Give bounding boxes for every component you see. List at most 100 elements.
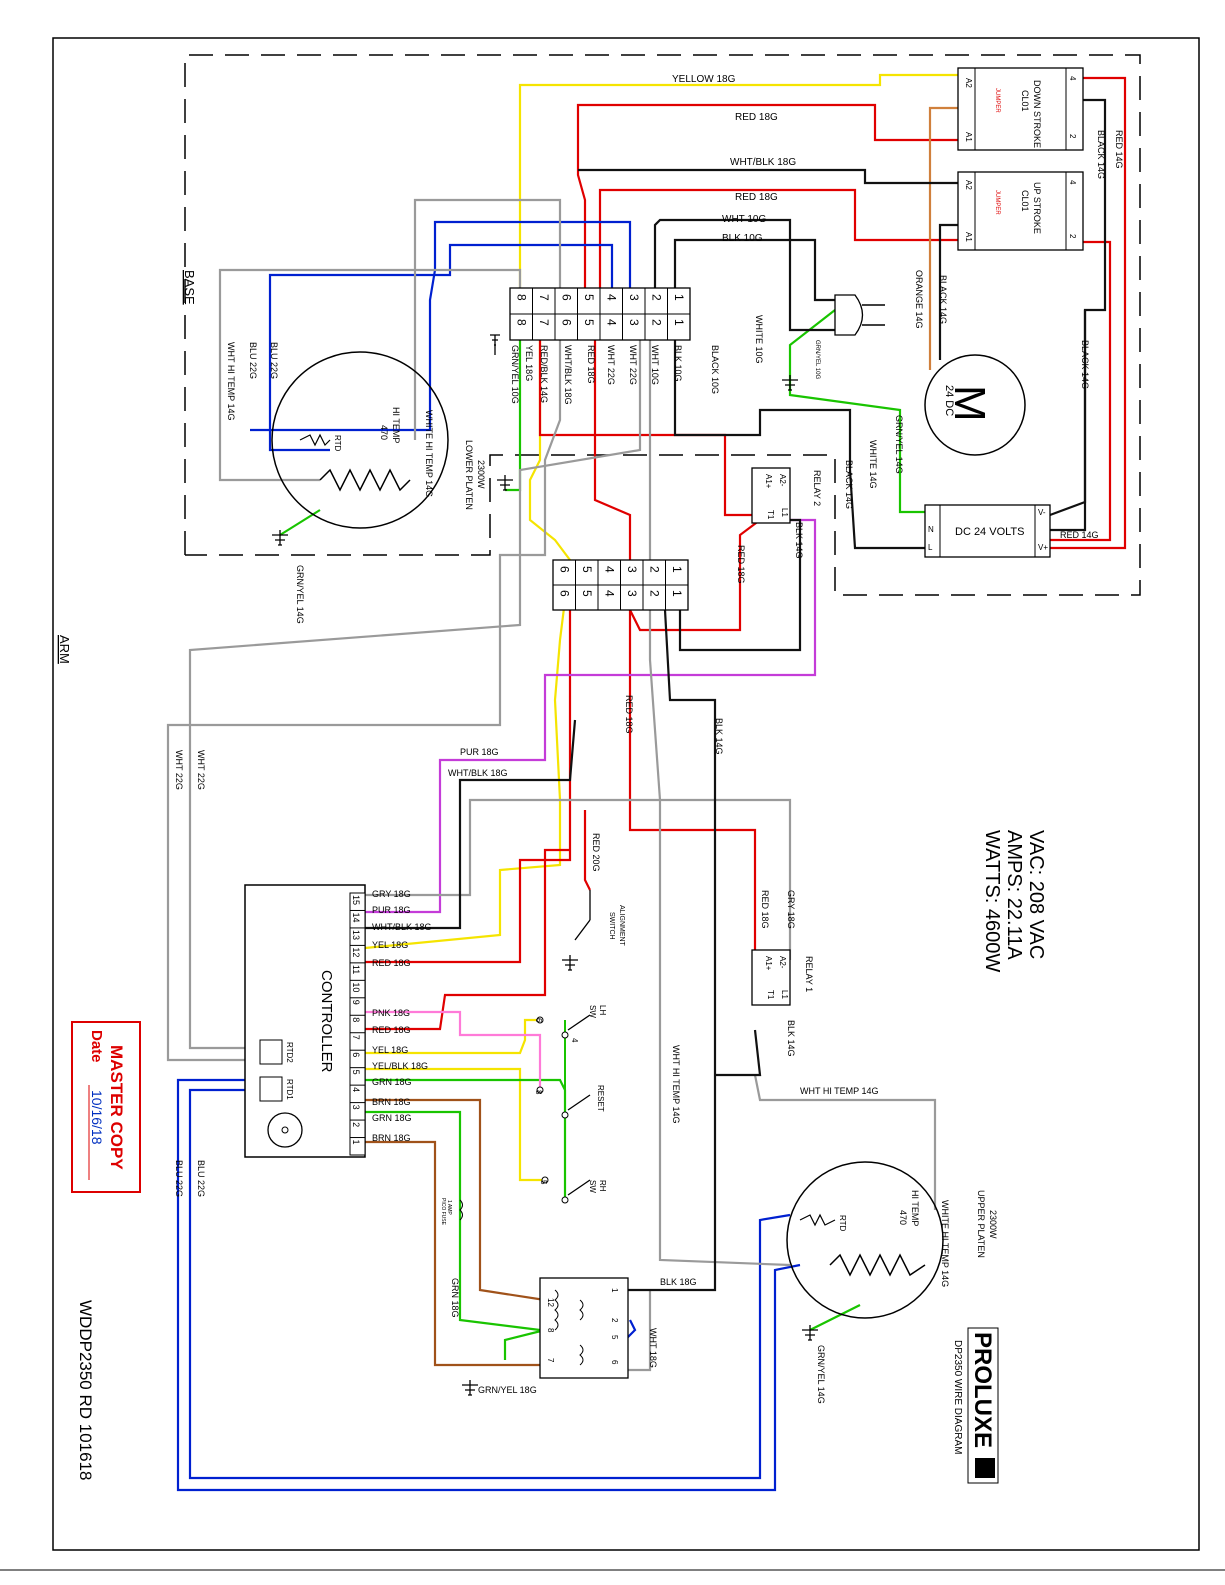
controller-wire-label-9: GRN 18G — [372, 1077, 412, 1087]
wire-label-wht-hi-temp-arm: WHT HI TEMP 14G — [671, 1045, 681, 1124]
controller-pin-5: 5 — [351, 1070, 361, 1075]
alignment-switch-label: ALIGNMENT — [618, 905, 625, 947]
wire-white-hi-temp — [413, 198, 562, 440]
wire-red-14g-top — [1050, 76, 1127, 550]
rating-vac: VAC: 208 VAC — [1025, 830, 1047, 959]
wire-black-10g — [673, 340, 925, 550]
wire-label-wht-blk-base: WHT/BLK 18G — [563, 345, 573, 405]
wire-red-20g — [583, 810, 591, 891]
wire-grn-yel-14g-upper — [809, 1304, 861, 1331]
brand-logo: PROLUXE — [969, 1332, 996, 1448]
arm-strip-terminal-4: 4 — [602, 590, 616, 597]
wire-label-grn-yel-10g: GRN/YEL 10G — [814, 340, 820, 379]
wire-label-grn-18g-tx: GRN 18G — [450, 1278, 460, 1318]
relay1-pin-a2: A2- — [778, 956, 787, 969]
controller-wire-label-11: GRN 18G — [372, 1113, 412, 1123]
section-arm-label: ARM — [57, 635, 72, 664]
wire-label-blu-22g: BLU 22G — [269, 342, 279, 379]
controller-pin-3: 3 — [351, 1105, 361, 1110]
wire-label-wht-10g: WHT 10G — [722, 214, 766, 225]
controller-wire-label-3: YEL 18G — [372, 940, 408, 950]
wire-red-18g-relay — [629, 519, 761, 632]
cl-pin-a1: A1 — [964, 132, 973, 142]
wire-blu-rtd — [268, 243, 614, 452]
controller-pin-13: 13 — [351, 930, 361, 940]
wire-label-blk-14g-relay2: BLK 14G — [794, 522, 804, 559]
wire-label-black-14g: BLACK 14G — [1096, 130, 1106, 179]
wire-pur-18g — [365, 518, 817, 914]
cl-pin-4: 4 — [1068, 76, 1077, 81]
fuse-label: 1 AMP — [446, 1200, 452, 1215]
relay-1: A1+ A2- T1 L1 RELAY 1 — [751, 949, 814, 1006]
wire-label-red-18g-arm: RED 18G — [624, 695, 634, 734]
controller-pin-8: 8 — [351, 1017, 361, 1022]
controller-pin-2: 2 — [351, 1122, 361, 1127]
wire-label-red-18g-relay2: RED 18G — [736, 545, 746, 584]
wire-label-wht-blk: WHT/BLK 18G — [730, 157, 796, 168]
wire-label-wht-18g: WHT 18G — [648, 1328, 658, 1368]
base-strip-terminal-8: 8 — [514, 319, 528, 326]
controller-pin-10: 10 — [351, 982, 361, 992]
relay1-pin-a1: A1+ — [764, 956, 773, 971]
wire-label-red-14g-right: RED 14G — [1114, 130, 1124, 169]
wire-label-blu-22g-arm-2: BLU 22G — [196, 1160, 206, 1197]
cl-up-title: CL01 — [1020, 190, 1030, 212]
relay2-pin-t1: T1 — [766, 510, 775, 520]
wire-brn-18g-2 — [365, 1140, 545, 1367]
ground-icon — [782, 375, 798, 391]
relay2-pin-l1: L1 — [780, 508, 789, 517]
arm-strip-terminal-5: 5 — [580, 590, 594, 597]
base-strip-terminal-6: 6 — [559, 319, 573, 326]
relay2-pin-a1: A1+ — [764, 474, 773, 489]
base-strip-terminal-1: 1 — [672, 294, 686, 301]
rh-switch-label: RH — [598, 1180, 607, 1192]
controller-pin-4: 4 — [351, 1087, 361, 1092]
rh-switch-label-2: SW — [588, 1180, 597, 1193]
arm-strip-terminal-4: 4 — [602, 566, 616, 573]
rtd1-label: RTD1 — [285, 1079, 294, 1100]
wire-label-white-hi-temp: WHITE HI TEMP 14G — [424, 410, 434, 497]
wire-label-wht-10g-base: WHT 10G — [650, 345, 660, 385]
wire-black-14g-motor — [938, 223, 958, 360]
arm-strip-terminal-6: 6 — [557, 566, 571, 573]
base-enclosure — [184, 54, 1141, 596]
ground-icon — [497, 475, 513, 491]
arm-strip-terminal-1: 1 — [670, 566, 684, 573]
lower-platen-label: LOWER PLATEN — [464, 440, 474, 510]
wire-label-wht-22g: WHT 22G — [606, 345, 616, 385]
controller-wire-label-10: BRN 18G — [372, 1097, 411, 1107]
arm-strip-terminal-2: 2 — [647, 590, 661, 597]
controller-pin-15: 15 — [351, 895, 361, 905]
tx-pin-12: 12 — [546, 1298, 555, 1307]
wire-yellow-blk — [365, 1067, 545, 1182]
cl-pin-2: 2 — [1068, 134, 1077, 139]
wire-label-yel-18g: YEL 18G — [524, 345, 534, 381]
wire-wht-blk-18g — [365, 719, 577, 930]
wire-label-red-14g-psu: RED 14G — [1060, 530, 1099, 540]
controller-wire-label-12: BRN 18G — [372, 1133, 411, 1143]
base-strip-terminal-4: 4 — [604, 319, 618, 326]
reset-switch-label: RESET — [596, 1085, 605, 1112]
cl-down-subtitle: DOWN STROKE — [1032, 80, 1042, 148]
dc-power-supply: DC 24 VOLTS N L V- V+ — [924, 504, 1051, 558]
jumper-label-up: JUMPER — [994, 190, 1000, 215]
wire-red-18g-relay1 — [628, 610, 757, 960]
controller-pin-1: 1 — [351, 1140, 361, 1145]
wire-wht-10g — [653, 218, 845, 332]
upper-platen-watts: 2300W — [988, 1210, 998, 1239]
reset-pin-8: 8 — [534, 1090, 543, 1095]
relay1-pin-l1: L1 — [780, 990, 789, 999]
wire-label-yellow: YELLOW 18G — [672, 74, 736, 85]
wire-label-wht-hi-temp: WHT HI TEMP 14G — [226, 342, 236, 421]
upper-hi-temp-value: 470 — [898, 1210, 908, 1225]
rating-watts: WATTS: 4600W — [981, 830, 1003, 972]
wire-grn-18g-tx — [365, 1110, 541, 1332]
wire-grn-yel-10g — [788, 309, 940, 514]
controller-wire-label-4: RED 18G — [372, 958, 411, 968]
base-strip-terminal-5: 5 — [582, 319, 596, 326]
brand-emblem-icon — [975, 1458, 995, 1478]
arm-strip-terminal-3: 3 — [625, 566, 639, 573]
cl-up-subtitle: UP STROKE — [1032, 182, 1042, 234]
